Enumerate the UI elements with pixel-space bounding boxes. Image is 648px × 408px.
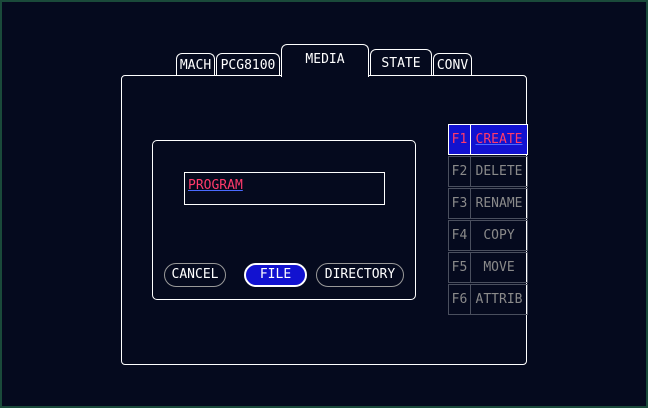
active-tab-connector bbox=[282, 74, 368, 77]
tab-mach[interactable]: MACH bbox=[176, 53, 215, 76]
name-input-value: PROGRAM bbox=[188, 178, 243, 193]
fkey-key: F4 bbox=[449, 221, 471, 250]
fkey-copy[interactable]: F4 COPY bbox=[448, 220, 528, 251]
fkey-label: ATTRIB bbox=[475, 292, 523, 307]
fkey-key: F2 bbox=[449, 157, 471, 186]
tab-media[interactable]: MEDIA bbox=[281, 44, 369, 77]
fkey-create[interactable]: F1 CREATE bbox=[448, 124, 528, 155]
create-dialog bbox=[152, 140, 416, 300]
tab-label: CONV bbox=[436, 58, 469, 73]
fkey-move[interactable]: F5 MOVE bbox=[448, 252, 528, 283]
fkey-delete[interactable]: F2 DELETE bbox=[448, 156, 528, 187]
fkey-label: COPY bbox=[483, 228, 515, 243]
fkey-attrib[interactable]: F6 ATTRIB bbox=[448, 284, 528, 315]
cancel-button[interactable]: CANCEL bbox=[164, 263, 226, 287]
fkey-label: CREATE bbox=[471, 125, 527, 154]
tab-label: MACH bbox=[179, 58, 212, 73]
directory-button[interactable]: DIRECTORY bbox=[316, 263, 404, 287]
tab-label: STATE bbox=[381, 56, 421, 71]
name-input[interactable]: PROGRAM bbox=[184, 172, 385, 205]
fkey-label: RENAME bbox=[475, 196, 523, 211]
fkey-key: F1 bbox=[449, 125, 471, 154]
tab-conv[interactable]: CONV bbox=[433, 53, 472, 76]
fkey-key: F5 bbox=[449, 253, 471, 282]
tab-label: MEDIA bbox=[305, 52, 345, 67]
tab-label: PCG8100 bbox=[220, 58, 276, 73]
tab-pcg8100[interactable]: PCG8100 bbox=[216, 53, 280, 76]
fkey-label: DELETE bbox=[475, 164, 523, 179]
tab-state[interactable]: STATE bbox=[370, 49, 432, 76]
fkey-rename[interactable]: F3 RENAME bbox=[448, 188, 528, 219]
fkey-key: F3 bbox=[449, 189, 471, 218]
fkey-key: F6 bbox=[449, 285, 471, 314]
file-button[interactable]: FILE bbox=[244, 263, 307, 287]
fkey-label: MOVE bbox=[483, 260, 515, 275]
